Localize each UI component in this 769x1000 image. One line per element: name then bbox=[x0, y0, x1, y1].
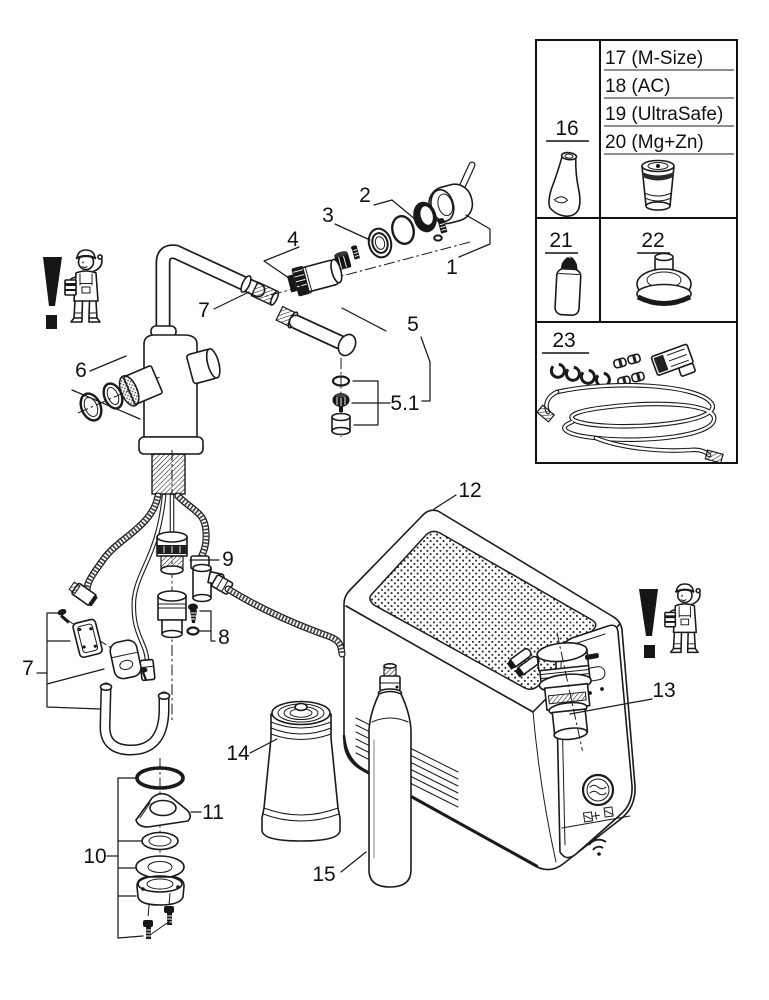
wifi-icon bbox=[588, 838, 607, 856]
table-cell-23-label: 23 bbox=[552, 329, 575, 352]
leader-3 bbox=[334, 223, 371, 241]
mounting-flange bbox=[136, 875, 185, 906]
callout-5-1: 5.1 bbox=[390, 392, 419, 415]
handle-screw bbox=[437, 218, 448, 234]
bracket-4 bbox=[263, 246, 312, 294]
callout-13: 13 bbox=[652, 679, 675, 702]
handle-bezel-ring bbox=[413, 201, 437, 233]
faucet-drawing: 6 7 bbox=[71, 244, 280, 495]
co2-bottle-icon bbox=[554, 256, 582, 317]
bracket-1 bbox=[458, 214, 491, 258]
installer-figure-icon bbox=[63, 248, 104, 324]
filter-variant-20: 20 (Mg+Zn) bbox=[605, 132, 704, 153]
callout-2: 2 bbox=[359, 184, 371, 207]
leader-12 bbox=[433, 494, 457, 510]
t-fitting bbox=[190, 555, 225, 603]
insert-sleeve bbox=[331, 412, 351, 436]
filter-co2-indicator-icon bbox=[582, 806, 614, 823]
stabilizing-plate bbox=[135, 792, 192, 828]
warning-right bbox=[639, 582, 702, 658]
wall-bracket bbox=[72, 618, 103, 659]
handle-port bbox=[186, 348, 221, 385]
parts-table: 16 17 (M-Size) 18 (AC) 19 (UltraSafe) 20… bbox=[535, 39, 738, 464]
filter-variant-18: 18 (AC) bbox=[605, 76, 670, 97]
grooved-ring bbox=[367, 227, 393, 259]
callout-10: 10 bbox=[83, 845, 106, 868]
callout-15: 15 bbox=[312, 863, 335, 886]
callout-14: 14 bbox=[226, 742, 250, 765]
cooler-unit-drawing: 12 13 bbox=[342, 479, 676, 871]
filter-cartridge-drawing: 14 bbox=[226, 700, 341, 842]
screw-and-washer bbox=[186, 603, 200, 636]
mounting-bolts bbox=[143, 906, 174, 939]
callout-6: 6 bbox=[75, 359, 87, 382]
leader-15 bbox=[340, 851, 367, 873]
check-valve bbox=[156, 531, 188, 575]
bracket-5 bbox=[341, 307, 431, 402]
bottle-adapter-icon bbox=[636, 252, 692, 306]
o-ring bbox=[391, 215, 415, 245]
handle-assembly-drawing: 1 2 3 4 bbox=[262, 161, 491, 298]
leader-13 bbox=[569, 698, 653, 715]
bracket-5-1 bbox=[351, 380, 391, 426]
callout-1: 1 bbox=[446, 256, 458, 279]
filter-variant-19: 19 (UltraSafe) bbox=[605, 104, 723, 125]
base-o-ring bbox=[135, 766, 185, 790]
undersink-hoses-drawing: 9 8 bbox=[68, 450, 346, 720]
insert-aerator bbox=[332, 393, 350, 412]
insert-o-ring bbox=[331, 375, 351, 387]
table-cell-21-label: 21 bbox=[549, 229, 572, 252]
quick-connector bbox=[157, 590, 187, 639]
bracket-10 bbox=[106, 777, 144, 939]
bracket-8 bbox=[199, 610, 216, 642]
callout-3: 3 bbox=[322, 204, 334, 227]
callout-8: 8 bbox=[218, 626, 230, 649]
warning-left bbox=[43, 248, 104, 329]
table-cell-22-label: 22 bbox=[641, 229, 664, 252]
bracket-6 bbox=[71, 355, 141, 420]
hose-kit-icon bbox=[536, 343, 724, 464]
filter-head-housing bbox=[506, 632, 592, 751]
cartridge bbox=[286, 245, 360, 297]
callout-4: 4 bbox=[287, 228, 299, 251]
installer-figure-icon bbox=[663, 582, 702, 654]
filter-head-bottle-icon bbox=[548, 151, 581, 217]
callout-7-accessories: 7 bbox=[22, 657, 34, 680]
warning-exclamation-icon bbox=[43, 257, 62, 306]
filter-cartridge-icon bbox=[641, 159, 675, 211]
bracket-2 bbox=[373, 199, 417, 221]
bracket-7 bbox=[36, 612, 105, 710]
callout-7-spout: 7 bbox=[198, 299, 210, 322]
leader-7-spout bbox=[213, 291, 250, 310]
spout-insert-drawing: 5 5.1 bbox=[275, 305, 431, 437]
co2-bottle-drawing: 15 bbox=[312, 662, 412, 888]
callout-5: 5 bbox=[407, 313, 419, 336]
parts-table-border bbox=[535, 39, 738, 464]
leader-14 bbox=[249, 738, 278, 754]
install-accessories-drawing: 7 bbox=[22, 608, 171, 756]
callout-11: 11 bbox=[202, 801, 224, 824]
mounting-hardware-drawing: 10 11 bbox=[83, 758, 224, 939]
callout-12: 12 bbox=[458, 479, 481, 502]
warning-exclamation-icon bbox=[639, 589, 658, 636]
hose-weight bbox=[109, 639, 142, 680]
filter-variant-17: 17 (M-Size) bbox=[605, 48, 703, 69]
callout-9: 9 bbox=[222, 548, 234, 571]
table-cell-16-label: 16 bbox=[555, 117, 578, 140]
